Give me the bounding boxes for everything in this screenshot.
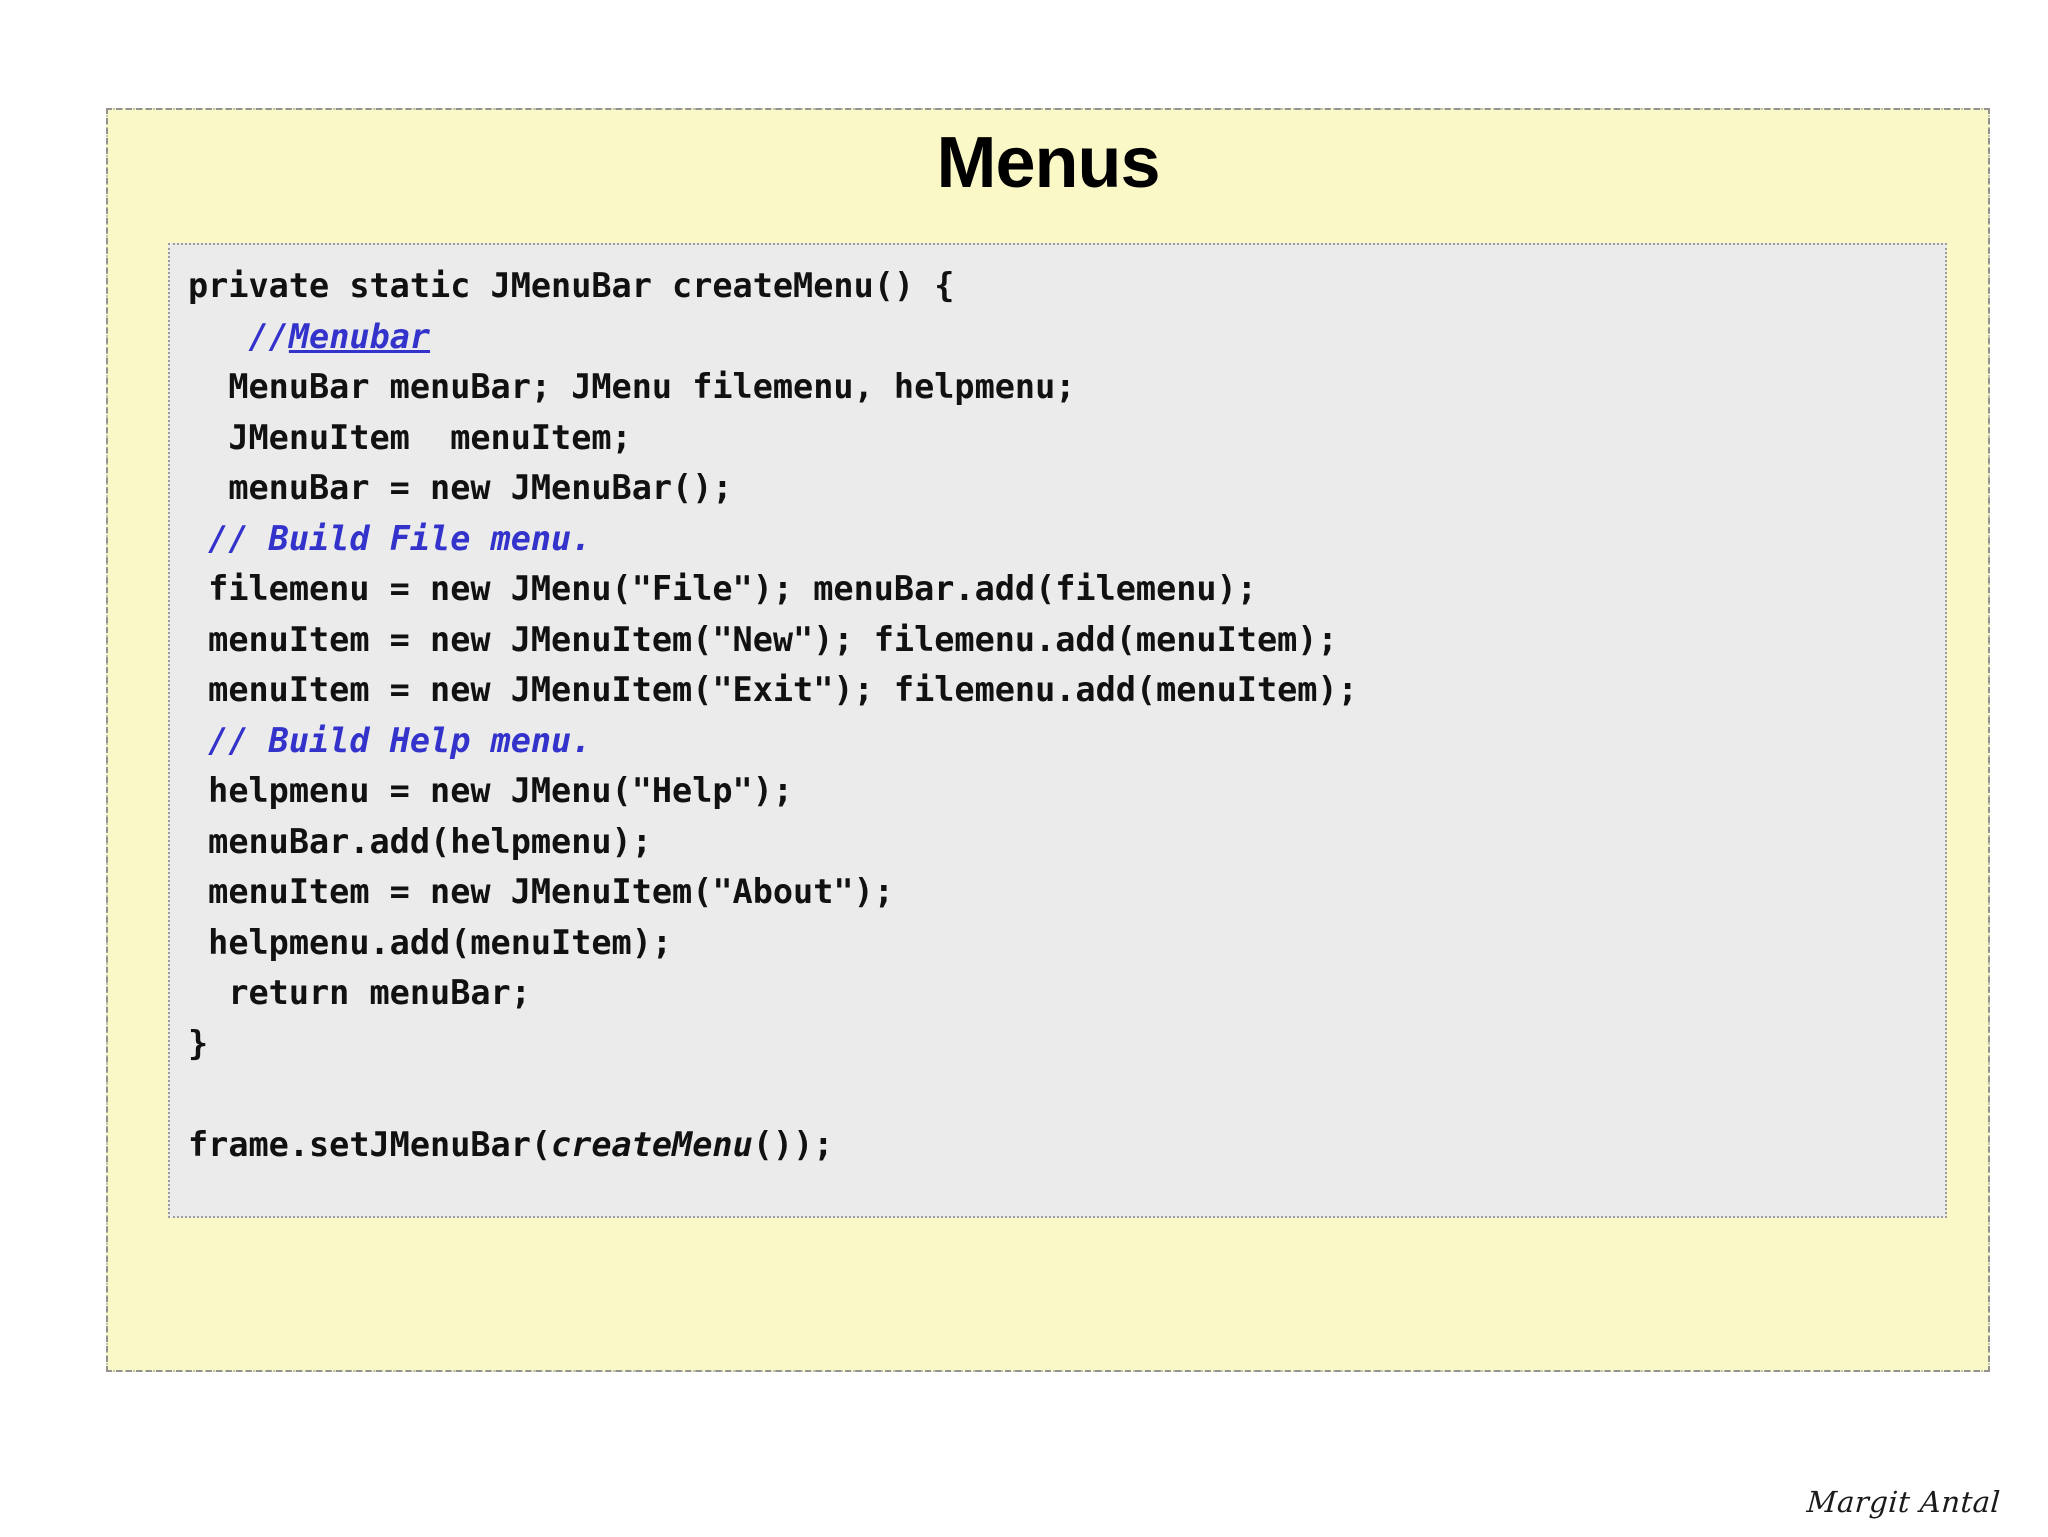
code-span-comment: // Build Help menu. [208,720,592,760]
code-line: JMenuItem menuItem; [188,413,1945,464]
code-line: menuItem = new JMenuItem("About"); [188,867,1945,918]
code-line: menuItem = new JMenuItem("Exit"); fileme… [188,665,1945,716]
code-span-code: private static JMenuBar createMenu() { [188,266,955,305]
code-span-code [188,721,208,760]
code-span-code [188,1074,208,1113]
code-line: private static JMenuBar createMenu() { [188,261,1945,312]
author-signature: Margit Antal [1805,1485,2002,1519]
code-span-code: helpmenu = new JMenu("Help"); [188,771,794,810]
code-line: helpmenu = new JMenu("Help"); [188,766,1945,817]
slide-canvas: Menus private static JMenuBar createMenu… [106,108,1990,1372]
code-block: private static JMenuBar createMenu() { /… [168,243,1947,1218]
code-span-code: return menuBar; [188,973,531,1012]
code-span-code: menuItem = new JMenuItem("About"); [188,872,894,911]
code-line: helpmenu.add(menuItem); [188,918,1945,969]
code-span-code [188,317,249,356]
code-span-code: menuItem = new JMenuItem("Exit"); fileme… [188,670,1358,709]
code-span-code: } [188,1023,209,1063]
code-span-italic: createMenu [551,1124,753,1164]
code-line [188,1069,1945,1120]
page-title: Menus [936,123,1160,203]
code-line: //Menubar [188,312,1945,363]
code-line: MenuBar menuBar; JMenu filemenu, helpmen… [188,362,1945,413]
code-span-code: menuBar = new JMenuBar(); [188,468,733,507]
code-span-code: JMenuItem menuItem; [188,417,632,457]
code-span-code [188,519,208,558]
code-line: return menuBar; [188,968,1945,1019]
code-span-code: frame.setJMenuBar( [188,1124,552,1164]
code-line: filemenu = new JMenu("File"); menuBar.ad… [188,564,1945,615]
code-span-comment: // Build File menu. [208,518,592,558]
code-span-code: helpmenu.add(menuItem); [188,922,673,962]
code-span-comment: // [248,316,289,356]
code-line: // Build File menu. [188,514,1945,565]
code-span-code: menuBar.add(helpmenu); [188,821,652,861]
code-line: menuItem = new JMenuItem("New"); filemen… [188,615,1945,666]
code-line: frame.setJMenuBar(createMenu()); [188,1120,1945,1171]
code-line: // Build Help menu. [188,716,1945,767]
code-line: } [188,1019,1945,1070]
code-line: menuBar = new JMenuBar(); [188,463,1945,514]
code-span-code: menuItem = new JMenuItem("New"); filemen… [188,619,1338,659]
code-span-code: MenuBar menuBar; JMenu filemenu, helpmen… [188,367,1076,406]
code-line: menuBar.add(helpmenu); [188,817,1945,868]
code-span-code: ()); [752,1124,834,1164]
code-span-code: filemenu = new JMenu("File"); menuBar.ad… [188,569,1257,608]
code-span-comment-underline: Menubar [288,316,431,356]
